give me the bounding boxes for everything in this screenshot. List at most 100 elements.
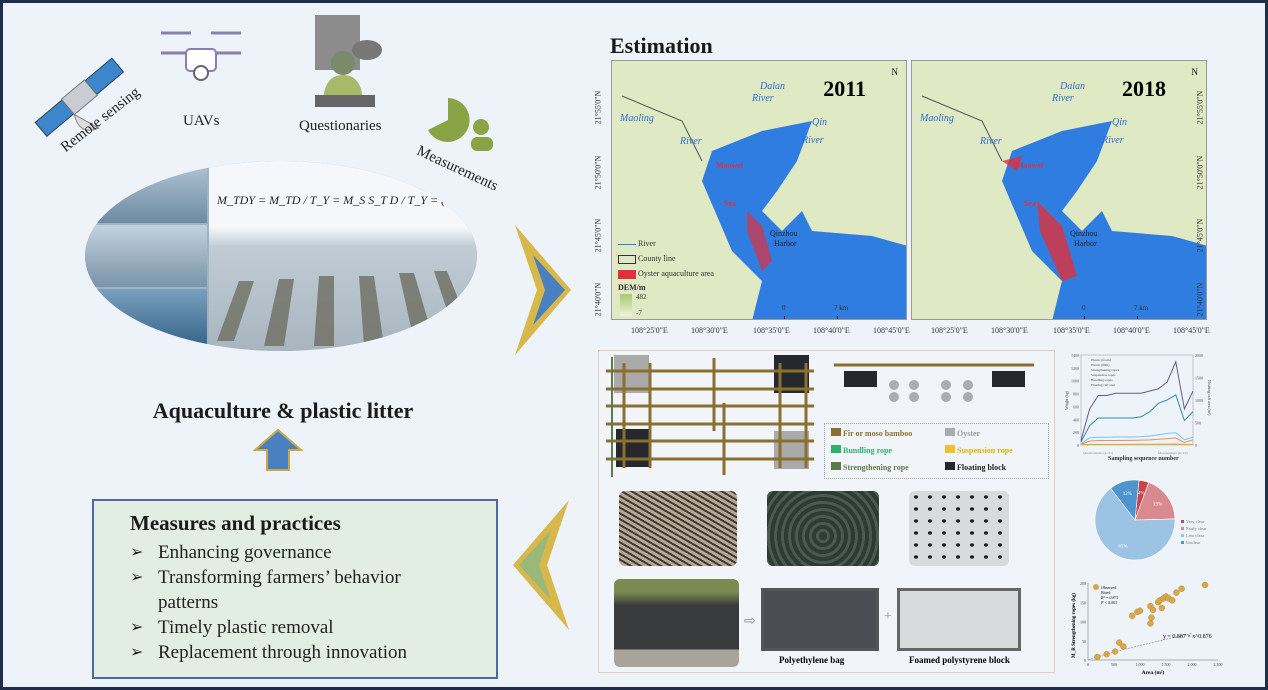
legend-entry: Bundling ropes xyxy=(1091,378,1113,382)
arrow-right-icon: ⇨ xyxy=(744,614,756,629)
y-tick: 21°45'0"N xyxy=(593,218,603,253)
label-harbor: Harbor xyxy=(1074,239,1097,248)
legend-river-label: River xyxy=(638,239,656,248)
plus-icon: + xyxy=(884,609,892,624)
y-tick-label: 600 xyxy=(1073,404,1079,409)
stat-label: P < 0.001 xyxy=(1100,600,1117,605)
label-maoling: Maoling xyxy=(920,113,954,124)
scale-zero: 0 xyxy=(1082,304,1086,312)
raft-side-diagram xyxy=(834,363,1034,402)
legend-oyster: Oyster xyxy=(945,428,980,438)
equation-label: y = 0.887 × x^0.876 xyxy=(1163,634,1212,640)
label-maoling-river: River xyxy=(980,136,1002,147)
x-tick: 108°35'0"E xyxy=(1053,326,1090,335)
caption-foam-block: Foamed polystyrene block xyxy=(909,655,1010,665)
y-tick: 21°50'0"N xyxy=(1195,155,1205,190)
legend-entry: Unclear xyxy=(1186,540,1201,545)
legend-entry: Suspension ropes xyxy=(1091,373,1116,377)
y-axis-label: M_R Strengthening ropes (kg) xyxy=(1072,593,1077,658)
y2-tick-label: 1500 xyxy=(1195,376,1203,381)
measure-item: Timely plastic removal xyxy=(130,615,460,640)
y-tick-label: 200 xyxy=(1073,430,1079,435)
pie-slice xyxy=(1110,479,1140,521)
legend-county-label: County line xyxy=(638,254,676,263)
label-maowei: Maowei xyxy=(1016,161,1044,170)
legend-oyster-label: Oyster xyxy=(957,429,981,438)
legend-strengthening-label: Strengthening rope xyxy=(843,463,909,472)
legend-suspension-label: Suspension rope xyxy=(957,446,1013,455)
structure-legend: Fir or moso bamboo Oyster Bundling rope … xyxy=(824,423,1049,479)
label-dalan: Dalan xyxy=(1060,81,1085,92)
y-tick-label: 1000 xyxy=(1071,379,1079,384)
legend-swatch xyxy=(1181,527,1184,530)
photo-suspension-oysters xyxy=(909,491,1009,566)
legend-floating: Floating block xyxy=(945,462,1006,472)
data-point xyxy=(1178,585,1185,592)
y2-axis-label: Floating raft area (m²) xyxy=(1207,380,1212,416)
data-point xyxy=(1149,606,1157,614)
x-tick: 108°45'0"E xyxy=(1173,326,1210,335)
x-tick-label: 2,000 xyxy=(1188,662,1197,668)
y-axis-label: Weight (kg) xyxy=(1064,390,1069,410)
stat-label: R² = 0.871 xyxy=(1100,595,1118,600)
left-chevron-arrow-icon xyxy=(513,500,569,630)
y-tick-label: 150 xyxy=(1080,600,1086,605)
up-arrow-icon xyxy=(253,428,303,471)
line-chart-xlabel: Sampling sequence number xyxy=(1108,456,1179,462)
x-tick-label: 1,000 xyxy=(1136,662,1145,668)
series-line-strengthening-ropes xyxy=(1080,432,1194,445)
measure-item: Transforming farmers’ behavior patterns xyxy=(130,565,460,615)
data-point xyxy=(1147,620,1154,627)
y-tick-label: 0 xyxy=(1077,443,1079,448)
y2-tick-label: 0 xyxy=(1195,443,1197,448)
x-tick: 108°30'0"E xyxy=(991,326,1028,335)
x-tick: 108°35'0"E xyxy=(753,326,790,335)
raft-rows xyxy=(217,271,471,346)
legend-oyster-label: Oyster aquaculture area xyxy=(638,269,714,278)
pie-value-label: 19% xyxy=(1153,503,1162,508)
legend-entry: Plastic (foam) xyxy=(1091,358,1112,362)
legend-entry: Very clear xyxy=(1186,519,1205,524)
legend-entry: Floating raft area xyxy=(1091,383,1116,387)
dem-color-bar xyxy=(620,294,632,316)
legend-suspension: Suspension rope xyxy=(945,445,1013,455)
legend-bamboo: Fir or moso bamboo xyxy=(831,428,912,438)
north-arrow-icon: N xyxy=(1191,67,1199,77)
data-point xyxy=(1169,597,1176,604)
y-tick-label: 800 xyxy=(1073,392,1079,397)
pie-value-label: 4% xyxy=(1138,492,1145,497)
annotation: Measurement (n=10) xyxy=(1158,451,1188,455)
legend-bundling: Bundling rope xyxy=(831,445,892,455)
label-qin-river: River xyxy=(802,135,824,146)
label-qin-river: River xyxy=(1102,135,1124,146)
map-year: 2011 xyxy=(823,76,866,101)
y-tick: 21°55'0"N xyxy=(593,90,603,125)
map-year: 2018 xyxy=(1122,76,1166,101)
legend-strengthening: Strengthening rope xyxy=(831,462,909,472)
data-point xyxy=(1120,643,1127,650)
map-2018: 2018 N Dalan River Qin River Maoling Riv… xyxy=(911,60,1207,320)
legend-swatch xyxy=(1181,534,1184,537)
legend-entry: Observed xyxy=(1101,585,1116,590)
drone-icon xyxy=(161,31,241,81)
y-tick: 21°40'0"N xyxy=(1195,282,1205,317)
scale-seven: 7 km xyxy=(834,304,849,312)
label-sea: Sea xyxy=(1024,199,1036,208)
estimation-heading: Estimation xyxy=(610,33,713,58)
label-dalan-river: River xyxy=(752,93,774,104)
y-tick: 21°45'0"N xyxy=(1195,218,1205,253)
legend-river: River xyxy=(618,239,656,248)
y-tick-label: 50 xyxy=(1082,639,1086,644)
satellite-icon xyxy=(34,57,125,137)
map-water-body xyxy=(921,95,1206,319)
pie-slice xyxy=(1134,482,1176,521)
photo-floating-block xyxy=(614,579,739,667)
x-tick-label: 500 xyxy=(1111,662,1117,667)
label-maoling: Maoling xyxy=(620,113,654,124)
photo-aerial-rafts: M_TDY = M_TD / T_Y = M_S S_T D / T_Y = (… xyxy=(209,161,477,351)
x-tick: 108°25'0"E xyxy=(631,326,668,335)
label-qin: Qin xyxy=(1112,117,1127,128)
scale-zero: 0 xyxy=(782,304,786,312)
label-qinzhou: Qinzhou xyxy=(1070,229,1098,238)
